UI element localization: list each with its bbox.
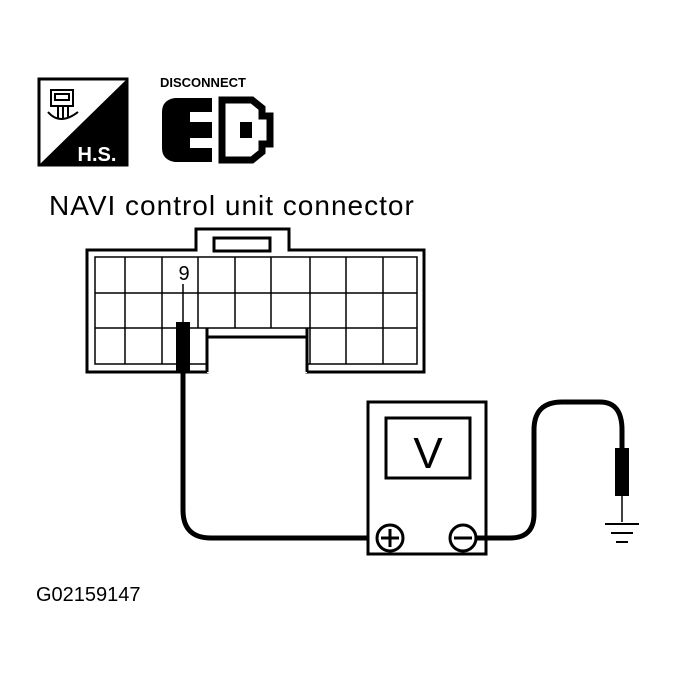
figure-code: G02159147 <box>36 584 141 606</box>
navi-connector: 9 <box>85 227 426 374</box>
voltmeter-display-text: V <box>413 429 443 478</box>
connector-title: NAVI control unit connector <box>49 190 415 221</box>
negative-lead-wire <box>476 399 625 541</box>
pin-9-label: 9 <box>178 263 189 285</box>
hs-icon-text: H.S. <box>78 144 117 166</box>
positive-terminal-icon <box>375 523 405 553</box>
disconnect-label: DISCONNECT <box>160 75 246 90</box>
disconnect-icon: DISCONNECT <box>160 75 274 164</box>
positive-probe <box>176 284 368 541</box>
connector-cavity-grid <box>94 256 418 365</box>
connector-hand-icon <box>47 89 79 120</box>
ground-icon <box>605 523 639 543</box>
voltmeter: V <box>366 400 488 556</box>
positive-lead-wire <box>180 509 368 541</box>
connector-lock-tab <box>212 236 272 253</box>
harness-side-icon: H.S. <box>37 77 129 167</box>
negative-probe <box>476 399 629 541</box>
negative-terminal-icon <box>448 523 478 553</box>
voltmeter-display <box>384 416 472 480</box>
disconnect-plug-left <box>162 98 212 162</box>
